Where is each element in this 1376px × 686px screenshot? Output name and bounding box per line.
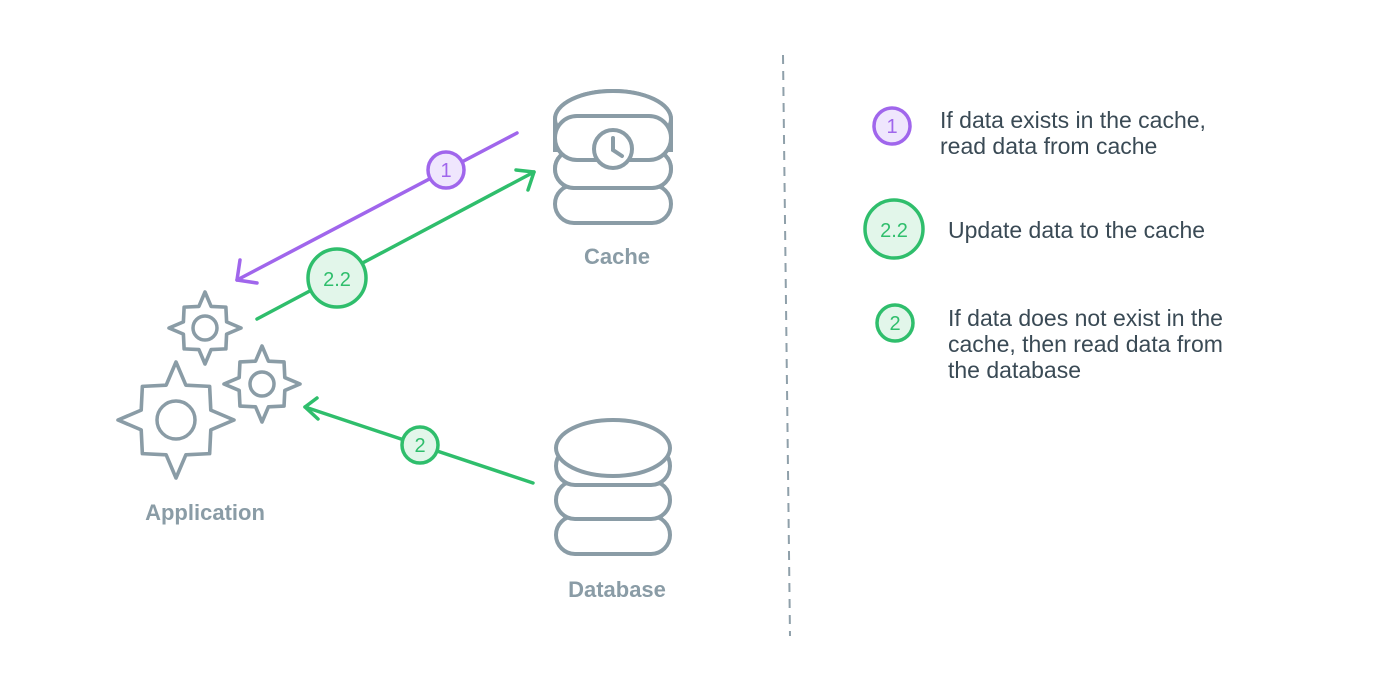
cache-database-clock-icon (553, 89, 673, 225)
legend-badge-2-2 (863, 198, 925, 260)
badge-step-2: 2 (400, 425, 440, 465)
legend-item-2-2: 2.2 Update data to the cache (863, 198, 1205, 260)
arrow-step-2-2 (255, 168, 536, 321)
legend-badge-2 (875, 303, 915, 343)
divider-line (782, 54, 791, 637)
svg-text:2: 2 (414, 435, 425, 457)
application-gears-icon (118, 292, 300, 478)
badge-step-2-2: 2.2 (306, 247, 368, 309)
legend-badge-2-2-text: 2.2 (880, 220, 908, 242)
svg-text:2.2: 2.2 (323, 269, 351, 291)
legend-badge-1 (872, 106, 912, 146)
svg-text:1: 1 (440, 160, 451, 182)
legend-item-2: 2 If data does not exist in the cache, t… (875, 303, 1229, 383)
legend-item-1: 1 If data exists in the cache, read data… (872, 106, 1212, 159)
arrow-step-1 (235, 131, 519, 285)
database-label: Database (568, 577, 666, 602)
legend-badge-2-text: 2 (889, 313, 900, 335)
database-icon (554, 418, 672, 556)
legend-text-2: If data does not exist in the cache, the… (948, 305, 1229, 383)
application-label: Application (145, 500, 265, 525)
legend-text-1: If data exists in the cache, read data f… (940, 107, 1212, 159)
badge-step-1: 1 (426, 150, 466, 190)
legend-text-2-2: Update data to the cache (948, 217, 1205, 243)
cache-label: Cache (584, 244, 650, 269)
legend-badge-1-text: 1 (886, 116, 897, 138)
legend: 1 If data exists in the cache, read data… (863, 106, 1229, 383)
